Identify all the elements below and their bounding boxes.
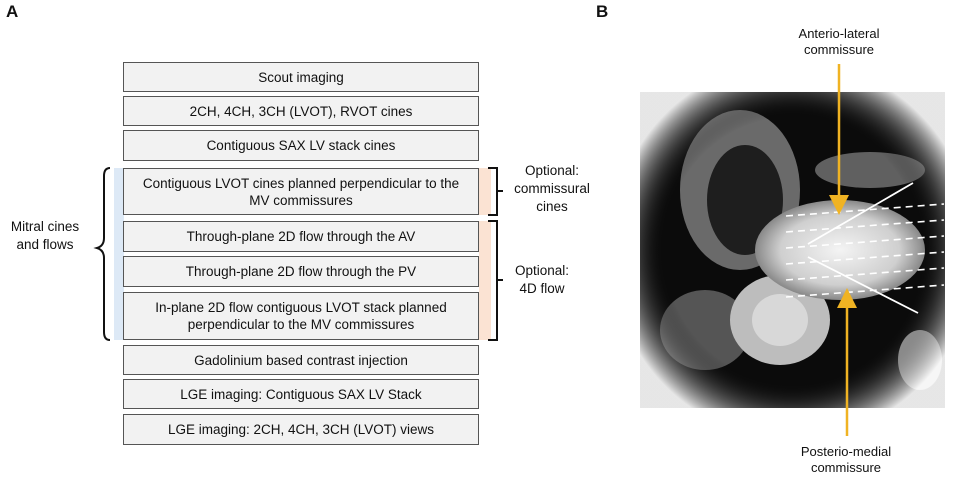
- panel-b-letter: B: [596, 2, 609, 21]
- optional-4d-label: Optional: 4D flow: [514, 263, 570, 296]
- step-long-axis-cines: 2CH, 4CH, 3CH (LVOT), RVOT cines: [123, 96, 479, 126]
- step-lvot-cines: Contiguous LVOT cines planned perpendicu…: [123, 168, 479, 215]
- step-pv-flow: Through-plane 2D flow through the PV: [123, 256, 479, 287]
- cardiac-mri-image: [640, 92, 945, 408]
- mitral-group-bracket: [93, 167, 111, 341]
- optional-4d-tint: [479, 221, 491, 340]
- step-sax-stack-cines: Contiguous SAX LV stack cines: [123, 130, 479, 161]
- optional-cines-bracket: [488, 167, 503, 216]
- posteromedial-label: Posterio-medial commissure: [800, 444, 892, 475]
- step-gadolinium-injection: Gadolinium based contrast injection: [123, 345, 479, 375]
- anterolateral-label: Anterio-lateral commissure: [798, 26, 880, 57]
- mitral-group-tint: [114, 168, 124, 340]
- step-scout-imaging: Scout imaging: [123, 62, 479, 92]
- mitral-group-label: Mitral cines and flows: [10, 219, 80, 252]
- step-lge-long-axis: LGE imaging: 2CH, 4CH, 3CH (LVOT) views: [123, 414, 479, 445]
- optional-4d-bracket: [488, 220, 503, 341]
- step-inplane-flow: In-plane 2D flow contiguous LVOT stack p…: [123, 292, 479, 340]
- step-av-flow: Through-plane 2D flow through the AV: [123, 221, 479, 252]
- panel-a-letter: A: [6, 2, 19, 21]
- optional-cines-tint: [479, 168, 491, 215]
- optional-cines-label: Optional: commissural cines: [514, 163, 590, 214]
- step-lge-sax: LGE imaging: Contiguous SAX LV Stack: [123, 379, 479, 409]
